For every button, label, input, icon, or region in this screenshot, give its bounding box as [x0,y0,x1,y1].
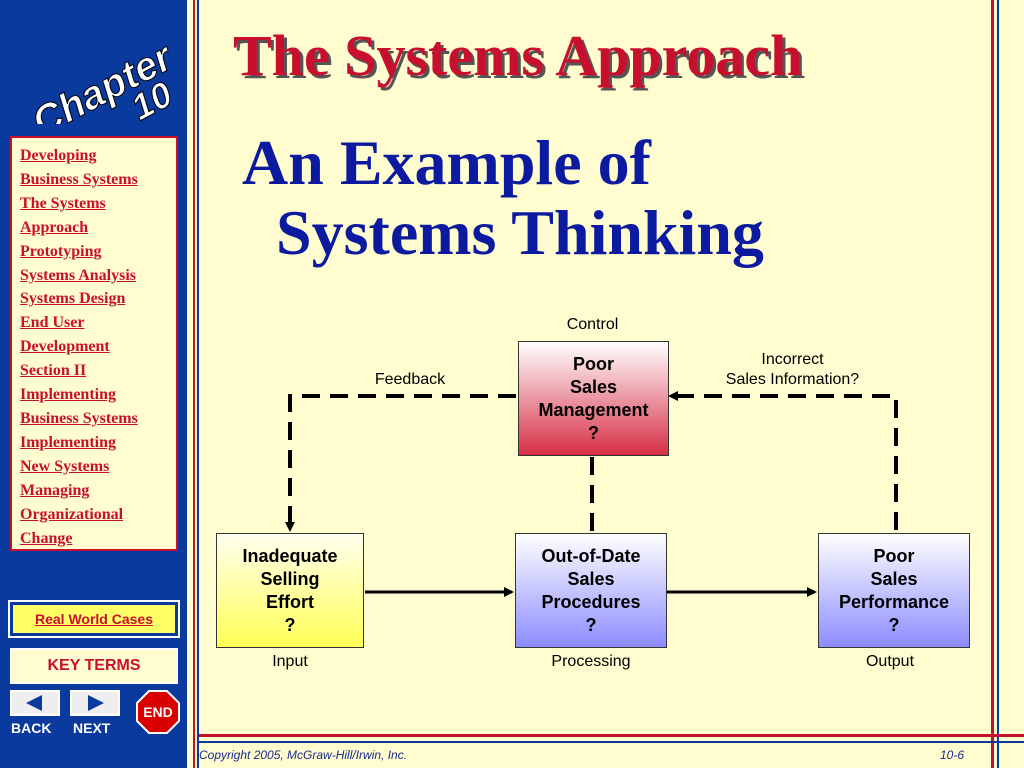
toc-link[interactable]: New Systems [20,457,110,475]
toc-link[interactable]: Managing [20,481,90,499]
stop-sign-icon [136,690,180,734]
real-world-cases-button[interactable]: Real World Cases [8,600,180,638]
box-line: Out-of-Date [541,545,641,566]
toc-link[interactable]: Implementing [20,386,116,404]
box-line: Management [538,399,649,420]
box-line: ? [585,614,597,635]
input-box: Inadequate Selling Effort ? [216,533,364,648]
processing-box: Out-of-Date Sales Procedures ? [515,533,667,648]
back-label: BACK [11,720,52,736]
toc-link[interactable]: Change [20,529,73,547]
subtitle-line-2: Systems Thinking [276,197,764,268]
next-arrow-icon [88,695,104,711]
divider-line [997,0,999,768]
page-title: The Systems Approach [233,23,803,88]
toc-link[interactable]: Prototyping [20,242,102,260]
toc-link[interactable]: Section II [20,362,87,380]
toc-link[interactable]: Organizational [20,505,124,523]
box-line: Procedures [541,591,641,612]
divider-line [991,0,994,768]
information-connector [668,391,898,530]
output-box-text: Poor Sales Performance ? [839,545,949,637]
back-button[interactable] [10,690,60,716]
key-terms-button[interactable]: KEY TERMS [10,648,178,684]
page-number: 10-6 [940,748,965,762]
end-label: END [143,704,173,720]
box-line: Selling [260,568,320,589]
incorrect-label-line-1: Incorrect [761,351,824,368]
management-box: Poor Sales Management ? [518,341,669,456]
box-line: Performance [838,591,950,612]
input-label: Input [272,653,308,670]
divider-line [193,0,195,768]
end-button[interactable]: END [136,690,180,734]
box-line: Poor [572,353,614,374]
chapter-logo: Chapter 10 [25,33,182,124]
toc-link[interactable]: Systems Design [20,290,126,308]
box-line: Sales [870,568,918,589]
divider-line [199,734,1024,737]
toc-link[interactable]: Approach [20,218,89,236]
box-line: ? [888,614,900,635]
toc-link[interactable]: The Systems [20,194,106,212]
output-label: Output [865,653,915,670]
output-box: Poor Sales Performance ? [818,533,970,648]
processing-label: Processing [551,653,631,670]
incorrect-label-line-2: Sales Information? [725,371,860,388]
copyright-text: Copyright 2005, McGraw-Hill/Irwin, Inc. [199,748,408,762]
box-line: Effort [266,591,314,612]
management-box-text: Poor Sales Management ? [538,353,648,445]
toc-link[interactable]: Systems Analysis [20,266,137,284]
feedback-connector [285,394,516,532]
box-line: Inadequate [242,545,338,566]
control-label: Control [566,316,619,333]
box-line: Poor [873,545,915,566]
toc-link[interactable]: Business Systems [20,170,138,188]
toc-link[interactable]: End User [20,314,85,332]
box-line: Sales [569,376,618,397]
feedback-label: Feedback [374,371,446,388]
input-box-text: Inadequate Selling Effort ? [242,545,337,637]
divider-line [197,0,199,768]
toc-link[interactable]: Development [20,338,110,356]
toc-link[interactable]: Implementing [20,433,116,451]
box-line: ? [284,614,296,635]
box-line: ? [588,422,599,443]
box-line: Sales [567,568,615,589]
divider-line [199,741,1024,743]
processing-box-text: Out-of-Date Sales Procedures ? [541,545,640,637]
toc-link[interactable]: Business Systems [20,409,138,427]
next-button[interactable] [70,690,120,716]
back-arrow-icon [26,695,42,711]
toc-link[interactable]: Developing [20,147,97,164]
next-label: NEXT [73,720,111,736]
subtitle-line-1: An Example of [242,127,651,198]
